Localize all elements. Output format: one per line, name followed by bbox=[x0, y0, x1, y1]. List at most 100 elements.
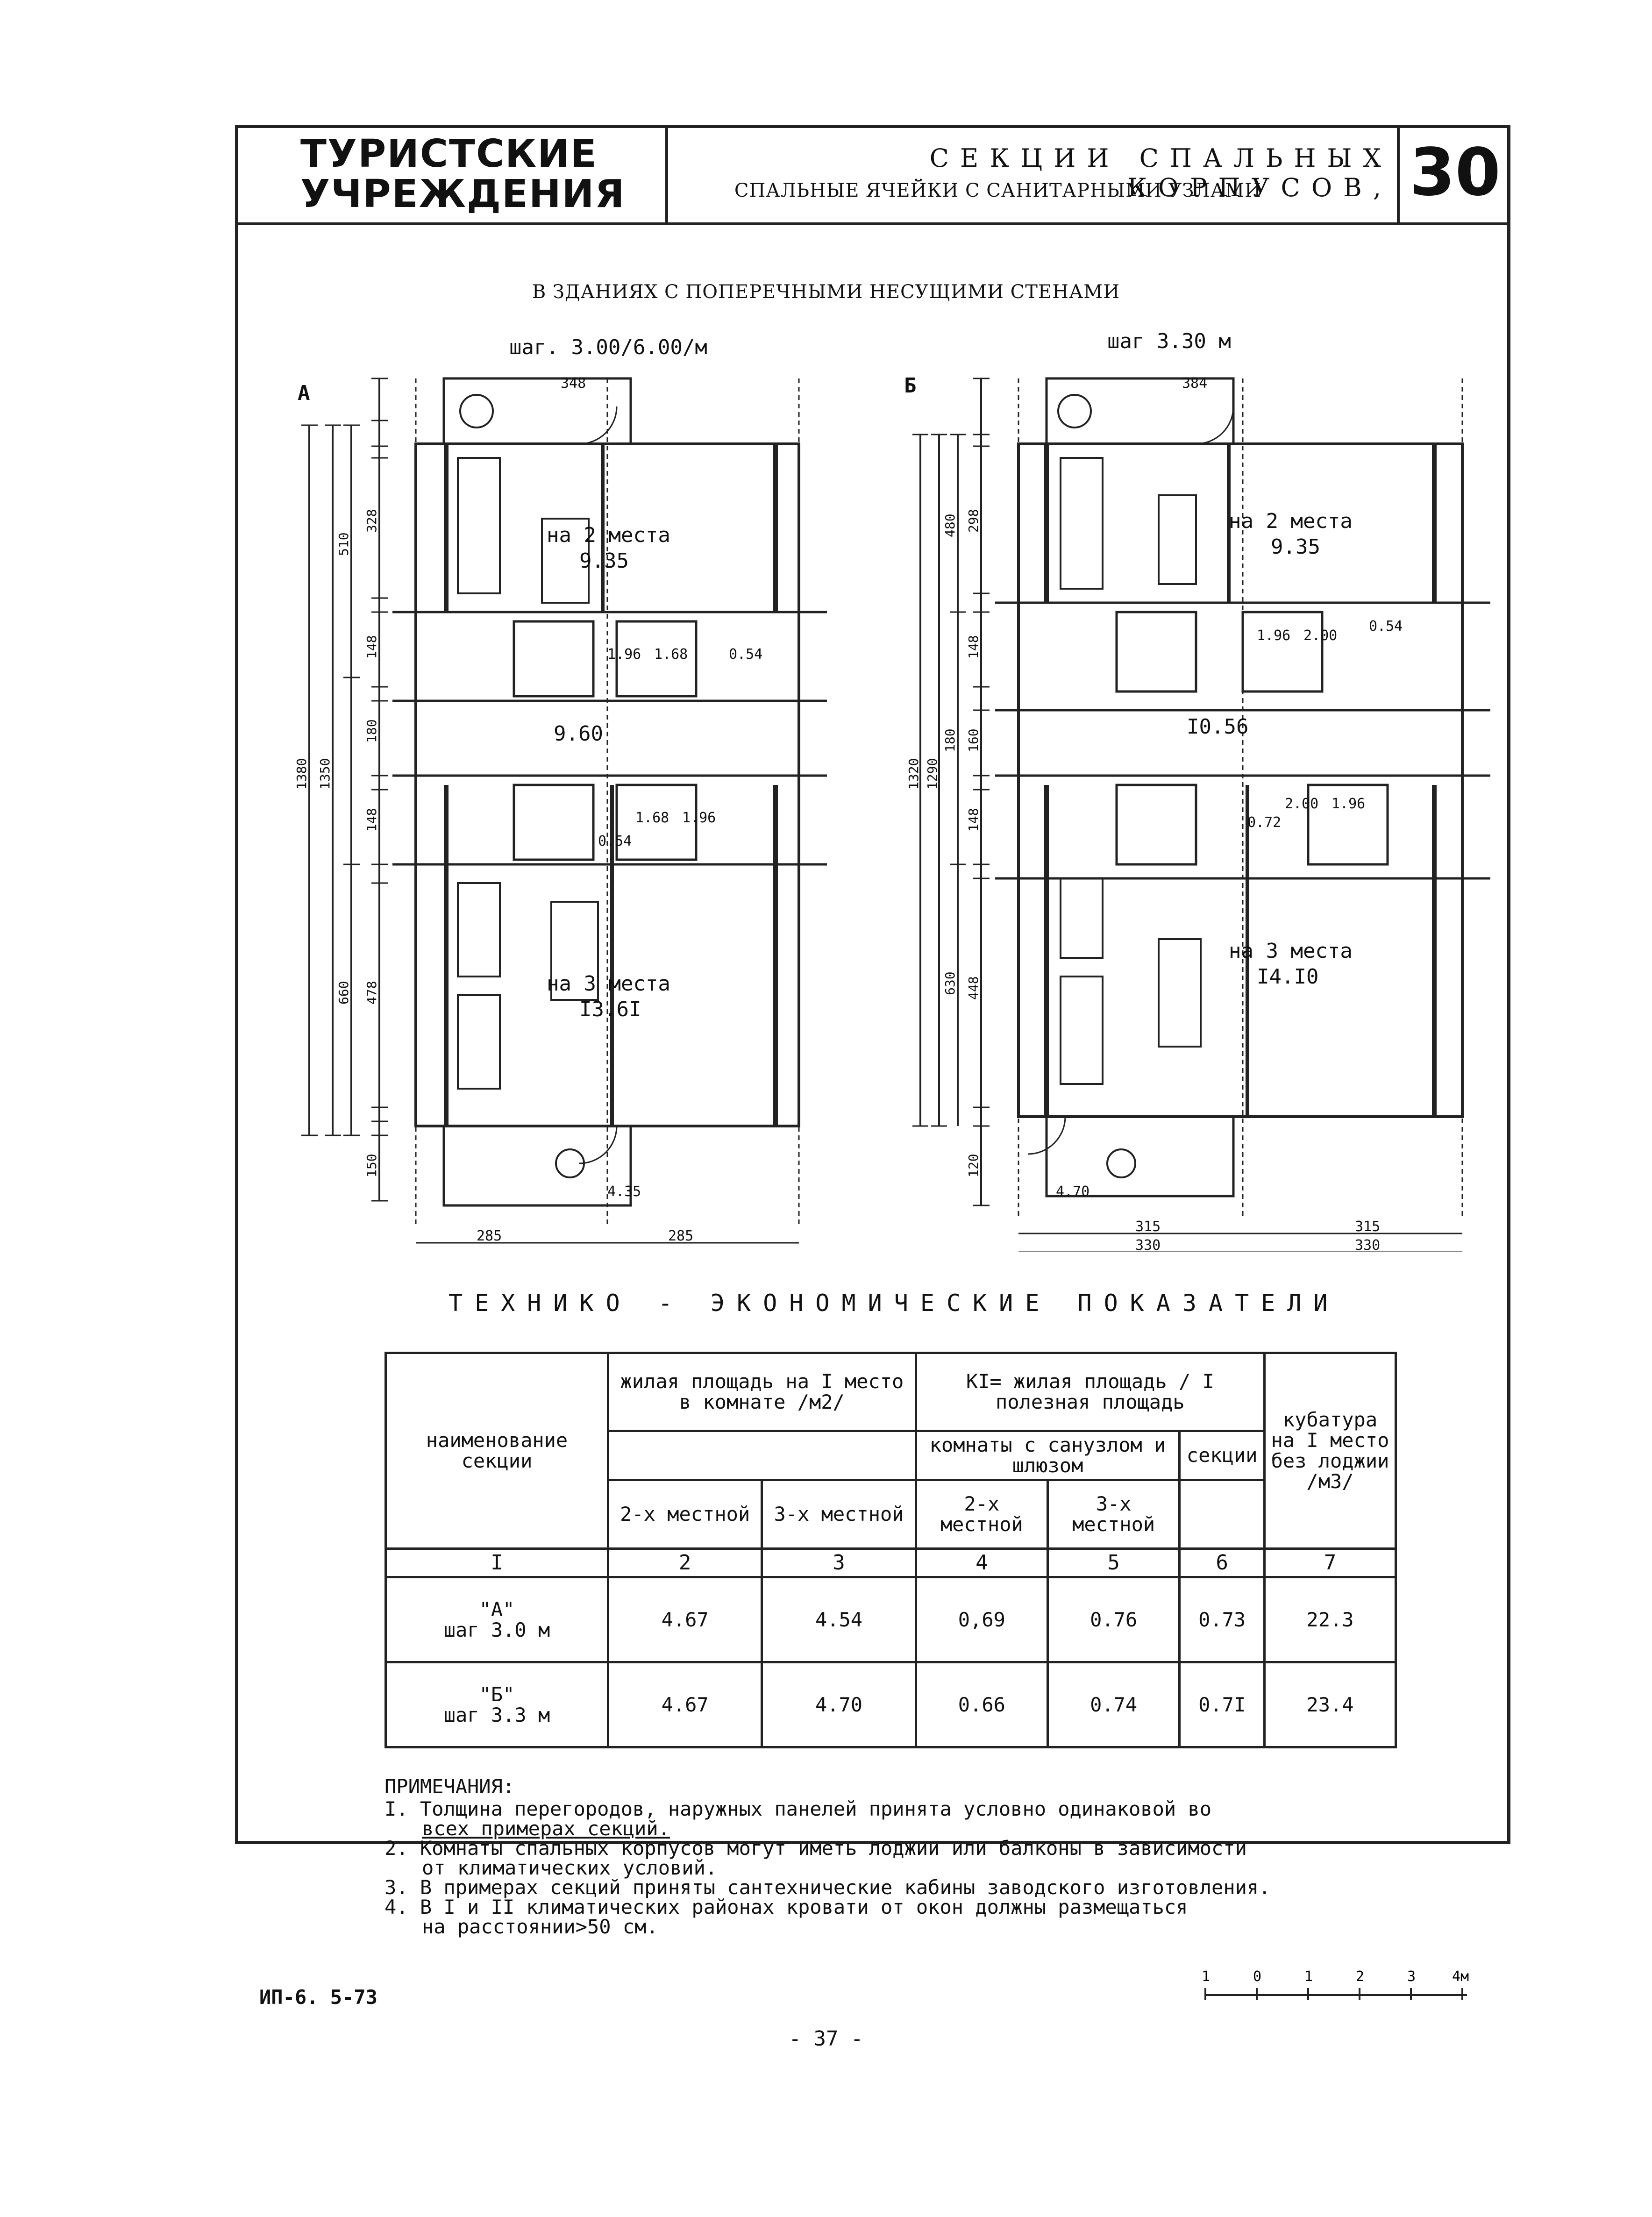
sheet-number: 30 bbox=[1410, 135, 1501, 211]
col-number: 5 bbox=[1046, 1547, 1181, 1578]
plan-b-step: шаг 3.30 м bbox=[1107, 329, 1231, 353]
cell-value: 23.4 bbox=[1263, 1661, 1397, 1748]
tech-econ-title: ТЕХНИКО - ЭКОНОМИЧЕСКИЕ ПОКАЗАТЕЛИ bbox=[449, 1290, 1340, 1317]
plan-b-dim-left: 298 bbox=[966, 509, 981, 533]
note-4: 4. В I и II климатических районах кроват… bbox=[385, 1897, 1506, 1937]
plan-a-dim-label: 348 bbox=[561, 375, 586, 392]
plan-b-dim-outer: 1290 bbox=[925, 758, 940, 790]
plan-a-dim-left: 328 bbox=[364, 509, 379, 533]
note-3: 3. В примерах секций приняты сантехничес… bbox=[385, 1876, 1271, 1899]
scale-label: 0 bbox=[1253, 1968, 1261, 1985]
plan-b-dim-label: 2.00 bbox=[1303, 627, 1337, 644]
plan-b-dim-label: 4.70 bbox=[1056, 1183, 1089, 1200]
plan-a-dim-label: 1.96 bbox=[682, 810, 716, 826]
plan-b-corridor-area: I0.56 bbox=[1187, 715, 1248, 739]
header-3-bed: 3-х местной bbox=[761, 1479, 917, 1550]
note-1-line2: всех примерах секций. bbox=[422, 1817, 670, 1840]
cell-value: 22.3 bbox=[1263, 1576, 1397, 1663]
plan-a-dim-left: 148 bbox=[364, 808, 379, 832]
cell-value: 4.67 bbox=[606, 1661, 763, 1748]
plan-b-room-top-area: 9.35 bbox=[1271, 535, 1320, 559]
col-number: 6 bbox=[1178, 1547, 1266, 1578]
sheet-title-line1: СЕКЦИИ СПАЛЬНЫХ КОРПУСОВ, bbox=[929, 143, 1392, 202]
cell-value: 4.67 bbox=[606, 1576, 763, 1663]
row-name-letter: "А" bbox=[479, 1597, 515, 1621]
header-2-bed: 2-х местной bbox=[606, 1479, 763, 1550]
plan-b-dim-outer: 180 bbox=[942, 728, 958, 752]
plan-b-dim-label: 0.54 bbox=[1369, 618, 1403, 634]
header-k-rooms: комнаты с санузлом и шлюзом bbox=[914, 1430, 1181, 1481]
title-block: ТУРИСТСКИЕ УЧРЕЖДЕНИЯ СЕКЦИИ СПАЛЬНЫХ КО… bbox=[235, 125, 1510, 225]
cell-value: 0.76 bbox=[1046, 1576, 1181, 1663]
plan-a-dim-bottom: 300 bbox=[500, 1251, 525, 1252]
note-4-line2: на расстоянии>50 см. bbox=[422, 1915, 658, 1938]
scale-label: 1 bbox=[1304, 1968, 1313, 1985]
note-2: 2. Комнаты спальных корпусов могут иметь… bbox=[385, 1839, 1506, 1878]
plan-b-dim-outer: 480 bbox=[942, 513, 958, 537]
cell-value: 0.66 bbox=[914, 1661, 1049, 1748]
plan-b-dim-left: 448 bbox=[966, 976, 981, 1000]
col-number: 2 bbox=[606, 1547, 763, 1578]
cell-value: 0.73 bbox=[1178, 1576, 1266, 1663]
plan-a-labels: на 2 места 9.35 9.60 на 3 места I3.6I 34… bbox=[294, 375, 762, 1252]
plan-a-drawing bbox=[301, 377, 827, 1224]
plan-a-dim-outer: 1380 bbox=[294, 758, 309, 790]
scale-label: 4м bbox=[1452, 1968, 1469, 1985]
plan-b-dim-left: 160 bbox=[966, 728, 981, 752]
plan-a-dim-label: 1.96 bbox=[607, 646, 641, 663]
plan-b-dim-left: 148 bbox=[966, 808, 981, 832]
plan-a-dim-left: 150 bbox=[364, 1154, 379, 1177]
plan-a-room-top-area: 9.35 bbox=[579, 549, 629, 573]
plan-b-dim-label: 384 bbox=[1182, 375, 1207, 392]
row-name: "А"шаг 3.0 м bbox=[385, 1576, 609, 1663]
plan-a-dim-label: 4.35 bbox=[607, 1183, 641, 1200]
row-name-step: шаг 3.3 м bbox=[443, 1703, 550, 1726]
row-name-step: шаг 3.0 м bbox=[443, 1618, 550, 1641]
plan-a-dim-label: 1.68 bbox=[635, 810, 669, 826]
cell-value: 4.70 bbox=[761, 1661, 917, 1748]
col-number: I bbox=[385, 1547, 609, 1578]
sheet-title-line2: СПАЛЬНЫЕ ЯЧЕЙКИ С САНИТАРНЫМИ УЗЛАМИ bbox=[734, 180, 1261, 201]
plan-b-dim-label: 0.72 bbox=[1247, 814, 1281, 831]
plan-a-step: шаг. 3.00/6.00/м bbox=[509, 335, 707, 359]
scale-bar: 1 0 1 2 3 4м bbox=[1202, 1968, 1469, 2000]
col-number: 7 bbox=[1263, 1547, 1397, 1578]
plan-b-room-bottom-label: на 3 места bbox=[1229, 939, 1353, 963]
plan-a-dim-outer: 660 bbox=[336, 981, 351, 1005]
note-2-line1: 2. Комнаты спальных корпусов могут иметь… bbox=[385, 1837, 1247, 1860]
tech-econ-table: наименование секции жилая площадь на I м… bbox=[385, 1352, 1397, 1748]
row-name-letter: "Б" bbox=[479, 1682, 515, 1706]
plan-b-labels: на 2 места 9.35 I0.56 на 3 места I4.I0 3… bbox=[906, 375, 1403, 1252]
header-volume: кубатура на I место без лоджии /м3/ bbox=[1263, 1352, 1397, 1550]
section-title-line1: ТУРИСТСКИЕ bbox=[300, 132, 598, 176]
plan-a-dim-outer: 1350 bbox=[317, 758, 333, 790]
plan-a-room-top-label: на 2 места bbox=[547, 523, 670, 547]
header-section-name: наименование секции bbox=[385, 1352, 609, 1550]
scale-label: 1 bbox=[1202, 1968, 1210, 1985]
header-3-bed-k: 3-х местной bbox=[1046, 1479, 1181, 1550]
plan-b-dim-bottom: 315 bbox=[1355, 1219, 1380, 1235]
plan-b-drawing bbox=[912, 377, 1490, 1219]
cell-value: 0,69 bbox=[914, 1576, 1049, 1663]
plan-a-dim-label: 1.68 bbox=[654, 646, 688, 663]
row-name: "Б"шаг 3.3 м bbox=[385, 1661, 609, 1748]
plan-b-letter: Б bbox=[904, 374, 917, 398]
page-number: - 37 - bbox=[789, 2027, 863, 2051]
plan-a-dim-left: 180 bbox=[364, 719, 379, 743]
cell-value: 0.7I bbox=[1178, 1661, 1266, 1748]
plan-a-dim-bottom: 285 bbox=[668, 1228, 693, 1244]
header-k-section: секции bbox=[1178, 1430, 1266, 1481]
plan-a-letter: А bbox=[298, 381, 310, 405]
plan-b-dim-outer: 630 bbox=[942, 971, 958, 995]
plan-a-dim-label: 0.54 bbox=[729, 646, 762, 663]
note-4-line1: 4. В I и II климатических районах кроват… bbox=[385, 1896, 1188, 1918]
scale-label: 3 bbox=[1407, 1968, 1416, 1985]
sheet-title: СЕКЦИИ СПАЛЬНЫХ КОРПУСОВ, СПАЛЬНЫЕ ЯЧЕЙК… bbox=[668, 125, 1400, 222]
page-frame bbox=[235, 125, 1510, 1844]
plan-b-dim-bottom: 315 bbox=[1135, 1219, 1161, 1235]
plan-b-dim-left: 120 bbox=[966, 1154, 981, 1177]
cell-value: 4.54 bbox=[761, 1576, 917, 1663]
plan-b-dim-outer: 1320 bbox=[906, 758, 921, 790]
cell-value: 0.74 bbox=[1046, 1661, 1181, 1748]
section-title: ТУРИСТСКИЕ УЧРЕЖДЕНИЯ bbox=[235, 125, 668, 222]
